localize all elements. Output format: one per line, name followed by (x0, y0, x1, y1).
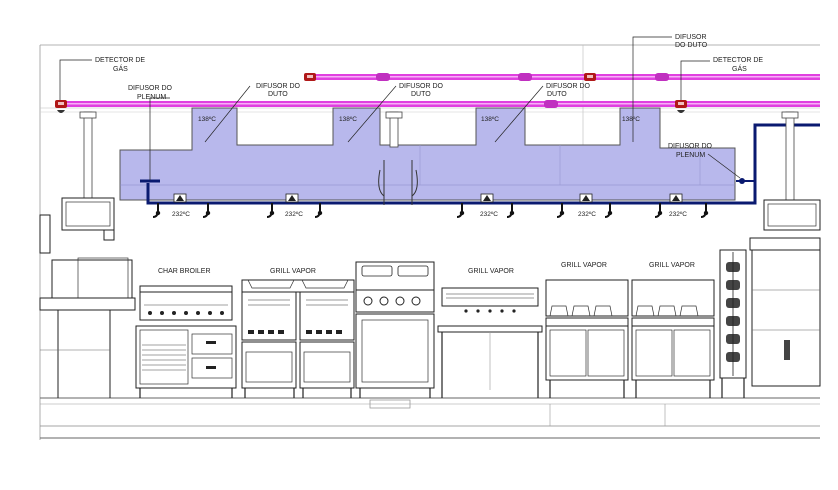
grill-vapor-4 (631, 279, 715, 398)
grill-vapor-2 (437, 287, 543, 398)
label-duto-2b: DUTO (411, 91, 431, 98)
label-duto-top-b: DO DUTO (675, 42, 708, 49)
nozzle-temp-5: 232ºC (669, 211, 687, 218)
leaders (59, 36, 741, 180)
range-oven (355, 261, 435, 398)
suppression-pipe (140, 123, 820, 205)
label-plenum-left-1: DIFUSOR DO (128, 85, 173, 92)
nozzle-tip (607, 210, 613, 216)
nozzle-temp-4: 232ºC (578, 211, 596, 218)
detector-icon (675, 100, 687, 113)
char-broiler (135, 285, 237, 398)
nozzle-temp-2: 232ºC (285, 211, 303, 218)
grill-vapor-label-2: GRILL VAPOR (468, 268, 514, 275)
duct-temp-3: 138ºC (481, 116, 499, 123)
detector-icon (584, 73, 596, 81)
nozzle-temp-1: 232ºC (172, 211, 190, 218)
label-plenum-left-2: PLENUM (137, 94, 166, 101)
equipment-labels: CHAR BROILER GRILL VAPOR GRILL VAPOR GRI… (158, 262, 695, 275)
grill-vapor-1 (241, 279, 355, 398)
duct-temp-2: 138ºC (339, 116, 357, 123)
nozzle-tip (703, 210, 709, 216)
sprinkler-heads (173, 193, 683, 203)
grill-vapor-3 (545, 279, 629, 398)
wall-equipment-left (39, 197, 136, 398)
grill-vapor-label-4: GRILL VAPOR (649, 262, 695, 269)
exhaust-hood (119, 107, 736, 201)
duct-temperatures: 138ºC 138ºC 138ºC 138ºC (198, 116, 640, 123)
wall-equipment-right (749, 199, 821, 387)
char-broiler-label: CHAR BROILER (158, 268, 211, 275)
skewer-rack (719, 249, 747, 398)
nozzle-tip (459, 210, 465, 216)
detector-icon (304, 73, 316, 81)
label-detector-right-2: GÁS (732, 64, 747, 73)
label-duto-3a: DIFUSOR DO (546, 83, 591, 90)
hangers (79, 111, 799, 205)
grill-vapor-label-1: GRILL VAPOR (270, 268, 316, 275)
callout-labels: DETECTOR DE GÁS DIFUSOR DO PLENUM DIFUSO… (95, 34, 763, 159)
grill-vapor-label-3: GRILL VAPOR (561, 262, 607, 269)
label-duto-3b: DUTO (547, 91, 567, 98)
label-duto-1b: DUTO (268, 91, 288, 98)
nozzle-tip (317, 210, 323, 216)
nozzle-tip (205, 210, 211, 216)
label-detector-left-1: DETECTOR DE (95, 57, 145, 64)
nozzle-tip (269, 210, 275, 216)
nozzle-tip (657, 210, 663, 216)
label-detector-left-2: GÁS (113, 64, 128, 73)
label-duto-1a: DIFUSOR DO (256, 83, 301, 90)
label-duto-top-a: DIFUSOR (675, 34, 707, 41)
nozzle-temperatures: 232ºC 232ºC 232ºC 232ºC 232ºC (172, 211, 687, 218)
duct-temp-1: 138ºC (198, 116, 216, 123)
label-duto-2a: DIFUSOR DO (399, 83, 444, 90)
nozzle-tip (559, 210, 565, 216)
gas-pipes (56, 73, 820, 108)
duct-temp-4: 138ºC (622, 116, 640, 123)
gas-detectors (55, 73, 687, 113)
label-detector-right-1: DETECTOR DE (713, 57, 763, 64)
label-plenum-right-1: DIFUSOR DO (668, 143, 713, 150)
nozzles (152, 203, 709, 218)
detector-icon (55, 100, 67, 113)
nozzle-tip (509, 210, 515, 216)
nozzle-tip (155, 210, 161, 216)
nozzle-temp-3: 232ºC (480, 211, 498, 218)
label-plenum-right-2: PLENUM (676, 152, 705, 159)
